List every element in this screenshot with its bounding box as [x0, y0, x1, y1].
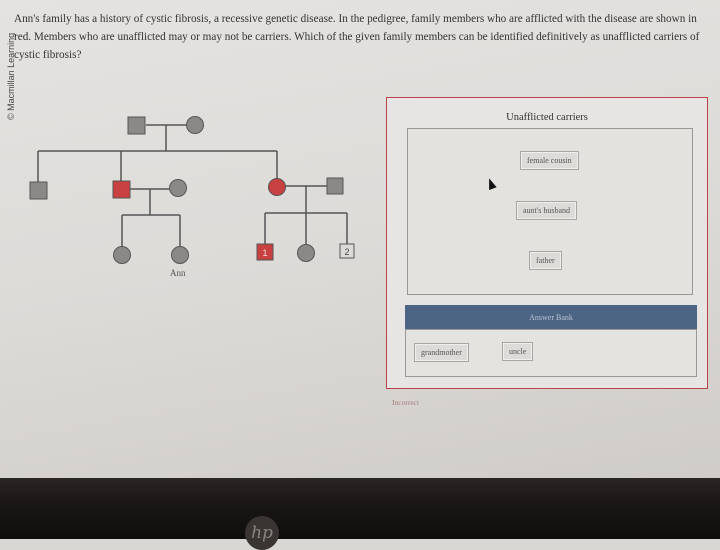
hp-logo: hp [245, 516, 279, 550]
ann-symbol [113, 246, 131, 264]
aunt-symbol [268, 178, 286, 196]
laptop-bezel [0, 478, 720, 539]
question-text: Ann's family has a history of cystic fib… [14, 13, 700, 61]
placed-chip-father[interactable]: father [529, 251, 562, 270]
uncle-symbol [29, 181, 48, 200]
cousin-1-symbol [256, 243, 274, 261]
screen: © Macmillan Learning Ann's family has a … [0, 0, 720, 485]
carriers-dropzone[interactable]: female cousin aunt's husband father [407, 128, 693, 295]
bank-chip-uncle[interactable]: uncle [502, 342, 534, 361]
pedigree-chart: 1 2 [29, 116, 355, 264]
cousin-2-label: 2 [344, 247, 349, 257]
mother-symbol [169, 179, 187, 197]
female-cousin-symbol [297, 244, 315, 262]
grandmother-symbol [186, 116, 204, 134]
cousin-2-symbol [339, 243, 355, 259]
bank-chip-grandmother[interactable]: grandmother [414, 343, 469, 362]
aunts-husband-symbol [326, 177, 344, 195]
dropzone-title: Unafflicted carriers [506, 112, 588, 123]
placed-chip-aunts-husband[interactable]: aunt's husband [516, 201, 577, 220]
father-symbol [112, 180, 131, 199]
grandfather-symbol [127, 116, 146, 135]
answer-bank-header: Answer Bank [405, 305, 697, 329]
answer-panel: Unafflicted carriers female cousin aunt'… [386, 97, 708, 389]
placed-chip-female-cousin[interactable]: female cousin [520, 151, 579, 170]
answer-bank[interactable]: grandmother uncle [405, 329, 697, 377]
ann-sibling-symbol [171, 246, 189, 264]
cousin-1-label: 1 [262, 248, 267, 258]
feedback-text: Incorrect [392, 398, 420, 407]
pedigree-lines [37, 124, 348, 247]
ann-label: Ann [170, 268, 186, 278]
